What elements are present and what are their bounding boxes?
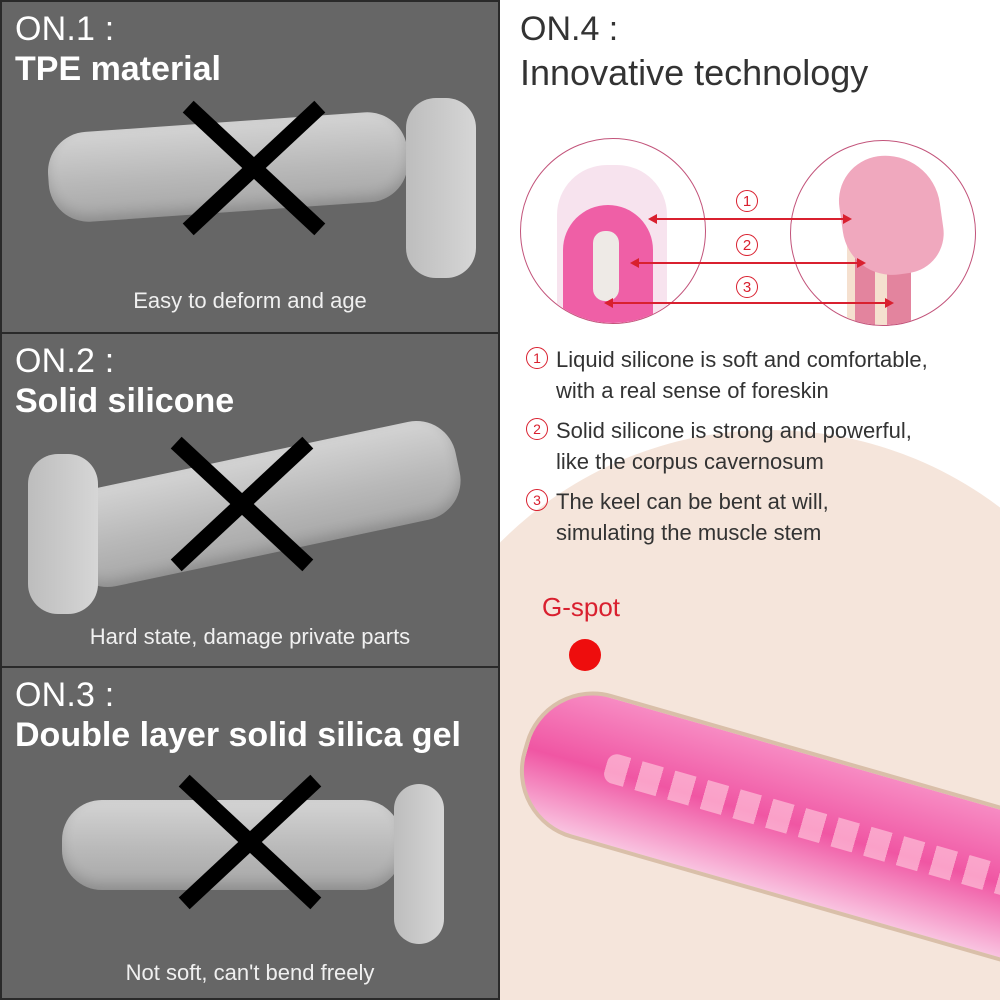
number-badge: 1	[526, 347, 548, 369]
comparison-panel-1: ON.1 : TPE material Easy to deform and a…	[0, 0, 500, 334]
feature-text-line: Liquid silicone is soft and comfortable,	[556, 347, 928, 372]
panel-title: TPE material	[15, 50, 221, 88]
x-mark-icon	[162, 434, 322, 574]
panel-title: Innovative technology	[520, 52, 869, 93]
x-mark-icon	[170, 772, 330, 912]
feature-item: 2 Solid silicone is strong and powerful,…	[526, 415, 996, 477]
panel-caption: Not soft, can't bend freely	[125, 960, 375, 985]
feature-text-line: simulating the muscle stem	[556, 520, 822, 545]
number-badge: 2	[526, 418, 548, 440]
product-base-image	[394, 784, 444, 944]
feature-item: 1 Liquid silicone is soft and comfortabl…	[526, 344, 996, 406]
panel-number: ON.4 :	[520, 10, 619, 48]
double-arrow-icon	[604, 298, 894, 308]
number-badge: 3	[526, 489, 548, 511]
product-base-image	[406, 98, 476, 278]
cross-section-circle-right	[790, 140, 976, 326]
cross-section-circle-left	[520, 138, 706, 324]
outer-layer-shape	[847, 211, 855, 325]
feature-text-line: The keel can be bent at will,	[556, 489, 829, 514]
callout-label: G-spot	[542, 592, 621, 622]
panel-number: ON.2 :	[15, 342, 115, 380]
feature-list: 1 Liquid silicone is soft and comfortabl…	[526, 344, 996, 557]
feature-text-line: Solid silicone is strong and powerful,	[556, 418, 912, 443]
left-column: ON.1 : TPE material Easy to deform and a…	[0, 0, 500, 1000]
product-base-image	[28, 454, 98, 614]
number-badge: 2	[736, 234, 758, 256]
double-arrow-icon	[648, 214, 852, 224]
layer-diagram: 1 2 3	[520, 138, 980, 328]
panel-number: ON.1 :	[15, 10, 115, 48]
comparison-panel-3: ON.3 : Double layer solid silica gel Not…	[0, 666, 500, 1000]
right-column: ON.4 : Innovative technology 1 2 3 1 Liq…	[500, 0, 1000, 1000]
feature-text-line: like the corpus cavernosum	[556, 449, 824, 474]
number-badge: 1	[736, 190, 758, 212]
panel-caption: Hard state, damage private parts	[89, 624, 411, 649]
comparison-panel-2: ON.2 : Solid silicone Hard state, damage…	[0, 332, 500, 668]
core-keel-shape	[593, 231, 619, 301]
panel-caption: Easy to deform and age	[133, 288, 367, 313]
callout-dot-icon	[569, 639, 601, 671]
feature-item: 3 The keel can be bent at will, simulati…	[526, 486, 996, 548]
panel-title: Double layer solid silica gel	[15, 716, 461, 754]
x-mark-icon	[174, 98, 334, 238]
panel-title: Solid silicone	[15, 382, 235, 420]
number-badge: 3	[736, 276, 758, 298]
panel-number: ON.3 :	[15, 676, 115, 714]
double-arrow-icon	[630, 258, 866, 268]
feature-text-line: with a real sense of foreskin	[556, 378, 829, 403]
